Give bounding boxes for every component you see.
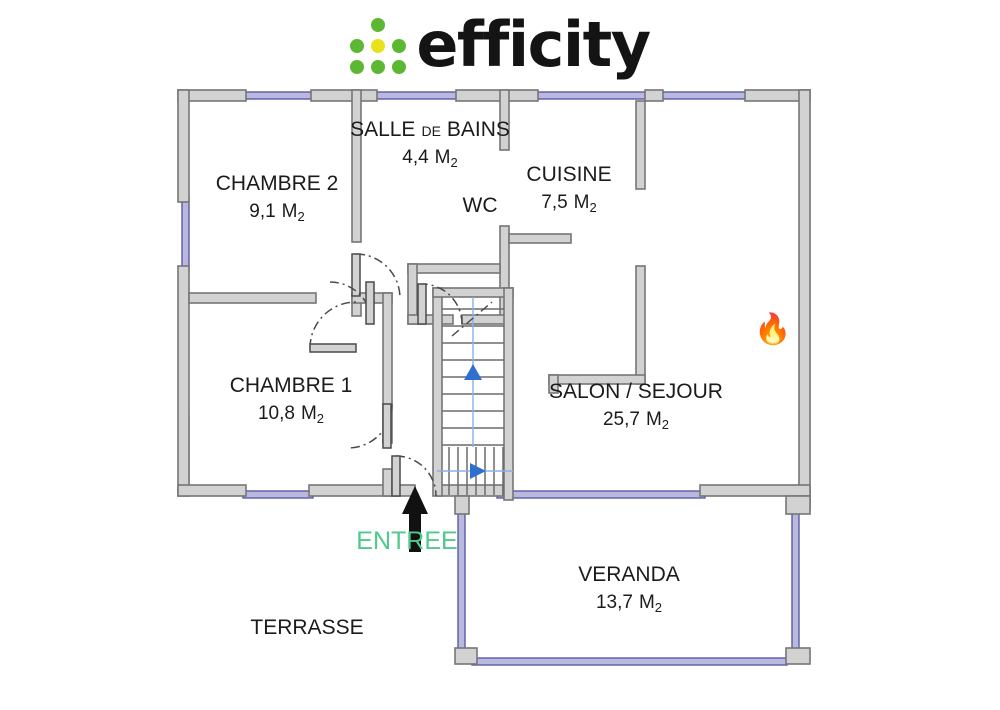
wall-veranda-corner-bl (454, 647, 478, 665)
window-veranda-bottom (471, 657, 788, 666)
window-top-salon (659, 91, 749, 100)
wall-right-exterior (798, 89, 811, 511)
door-leaf-chambre1 (382, 403, 392, 449)
wall-cuisine-left-low (508, 233, 572, 244)
room-label-salon-sejour: SALON / SEJOUR (549, 380, 723, 403)
window-veranda-left (457, 505, 466, 655)
wall-wc-bottom (407, 314, 454, 325)
wall-top-4 (644, 89, 664, 102)
wall-wc-bottom-2 (461, 314, 510, 325)
staircase (437, 297, 513, 495)
room-label-chambre-1: CHAMBRE 1 (230, 374, 353, 397)
wall-partition-sdb-cuisine-a (499, 89, 510, 151)
logo-dot (392, 39, 407, 53)
wall-partition-chambre2-sdb (351, 89, 362, 243)
wall-sdb-bottom (407, 263, 501, 274)
wall-veranda-corner-tr (785, 495, 811, 515)
brand-header: efficity (0, 8, 1000, 86)
wall-cuisine-bottom-jamb (548, 374, 559, 394)
wall-cuisine-right-a (635, 100, 646, 190)
wall-bottom-4 (699, 484, 811, 497)
wall-bottom-3 (436, 484, 504, 497)
window-veranda-top (496, 490, 706, 499)
room-label-chambre-2: CHAMBRE 2 (216, 172, 339, 195)
brand-lockup: efficity (350, 8, 651, 81)
room-label-veranda: VERANDA (578, 563, 680, 586)
wall-cuisine-right-b (635, 265, 646, 385)
wall-left-2 (177, 265, 190, 497)
door-arc-hall (309, 301, 357, 349)
window-left-chambre2 (181, 197, 190, 271)
window-veranda-right (791, 505, 800, 655)
brand-wordmark: efficity (416, 8, 651, 81)
wall-stair-left (432, 287, 443, 497)
logo-dot (350, 39, 365, 53)
wall-veranda-corner-tl (454, 495, 470, 515)
door-leaf-wc (417, 283, 427, 325)
door-leaf-sdb (365, 281, 375, 325)
door-arc-wc (421, 283, 463, 325)
terrasse-label: TERRASSE (250, 616, 363, 639)
walls-group (177, 89, 811, 665)
logo-dot (392, 60, 407, 74)
wall-stair-right (503, 287, 514, 501)
logo-dot (350, 60, 365, 74)
fireplace-flame-icon: 🔥 (754, 311, 791, 347)
door-leaf-hall (309, 343, 357, 353)
efficity-logo-icon (350, 18, 407, 76)
wall-top-3 (455, 89, 539, 102)
wall-stair-top (432, 287, 514, 298)
window-top-cuisine (534, 91, 649, 100)
wall-chambre1-right-b (382, 468, 393, 497)
stair-break-line (451, 301, 493, 337)
wall-bottom-1 (177, 484, 247, 497)
wall-left-1 (177, 89, 190, 203)
wall-veranda-corner-br (785, 647, 811, 665)
room-label-wc: WC (463, 194, 498, 217)
window-top-sdb (373, 91, 461, 100)
doors-group (309, 253, 463, 497)
stair-arrow-right-icon (470, 463, 486, 479)
wall-top-2 (310, 89, 378, 102)
logo-dot (371, 60, 386, 74)
annotations-group: ENTREE TERRASSE 🔥 (250, 311, 791, 639)
door-leaf-entry (391, 455, 401, 497)
door-leaf-chambre2 (351, 253, 361, 297)
stair-arrow-up-icon (464, 364, 482, 380)
door-arc-chambre2 (355, 253, 401, 299)
window-top-chambre2 (242, 91, 316, 100)
logo-dot-accent (371, 39, 386, 53)
wall-divider-chambres-a (188, 292, 317, 304)
door-arc-entry (395, 455, 437, 497)
logo-dot (371, 18, 386, 32)
room-label-cuisine: CUISINE (526, 163, 611, 186)
window-bottom-chambre1 (242, 490, 314, 499)
entry-arrow-icon (402, 486, 428, 552)
entry-label: ENTREE (356, 527, 457, 555)
